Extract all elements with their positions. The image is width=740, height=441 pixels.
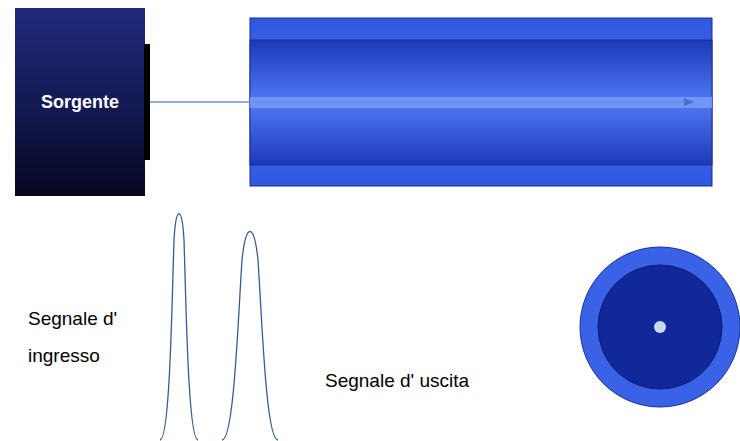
input-pulse (160, 214, 198, 440)
ray-arrowhead (684, 98, 694, 106)
light-ray (150, 101, 690, 103)
source-aperture (144, 44, 150, 160)
source-housing (15, 8, 145, 196)
output-pulse (222, 232, 278, 441)
cross-section-core-region (598, 265, 722, 389)
signal-label: Segnale d' uscita (325, 362, 585, 399)
node-label: Sorgente (41, 92, 119, 113)
cross-section-cladding (580, 247, 740, 407)
source-box: Sorgente (15, 8, 145, 196)
cross-section-core (654, 321, 666, 333)
signal-label: Segnale d' ingresso (28, 300, 128, 374)
